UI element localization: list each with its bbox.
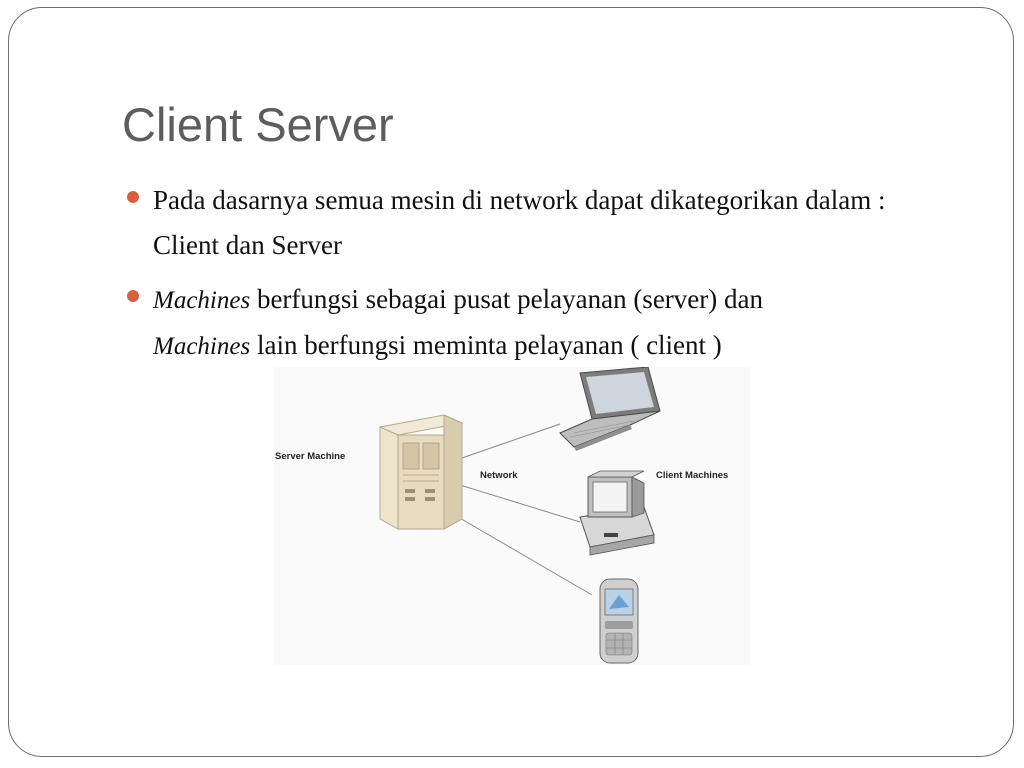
bullet-text-2b: lain berfungsi meminta pelayanan ( clien… (250, 330, 722, 360)
link-laptop (461, 423, 561, 459)
bullet-text-1: Pada dasarnya semua mesin di network dap… (153, 185, 886, 260)
laptop-icon (559, 367, 661, 451)
bullet-emphasis-1: Machines (153, 287, 251, 314)
bullet-dot-icon (127, 191, 139, 203)
bullet-item-2: Machines berfungsi sebagai pusat pelayan… (127, 277, 957, 369)
network-label: Network (480, 470, 518, 481)
slide-title: Client Server (122, 98, 394, 151)
server-icon (378, 414, 464, 530)
client-machines-label: Client Machines (656, 470, 728, 481)
link-phone (457, 516, 593, 596)
mobile-phone-icon (599, 578, 639, 664)
bullet-list: Pada dasarnya semua mesin di network dap… (127, 178, 957, 378)
link-desktop (459, 484, 581, 523)
desktop-computer-icon (579, 470, 655, 556)
server-machine-label: Server Machine (275, 451, 345, 462)
network-links (457, 423, 593, 596)
bullet-text-2a: berfungsi sebagai pusat pelayanan (serve… (250, 284, 763, 314)
bullet-item-1: Pada dasarnya semua mesin di network dap… (127, 178, 957, 268)
client-server-diagram: Server Machine Network Client Machines (274, 367, 750, 665)
bullet-dot-icon (127, 290, 139, 302)
bullet-emphasis-2: Machines (153, 333, 251, 360)
